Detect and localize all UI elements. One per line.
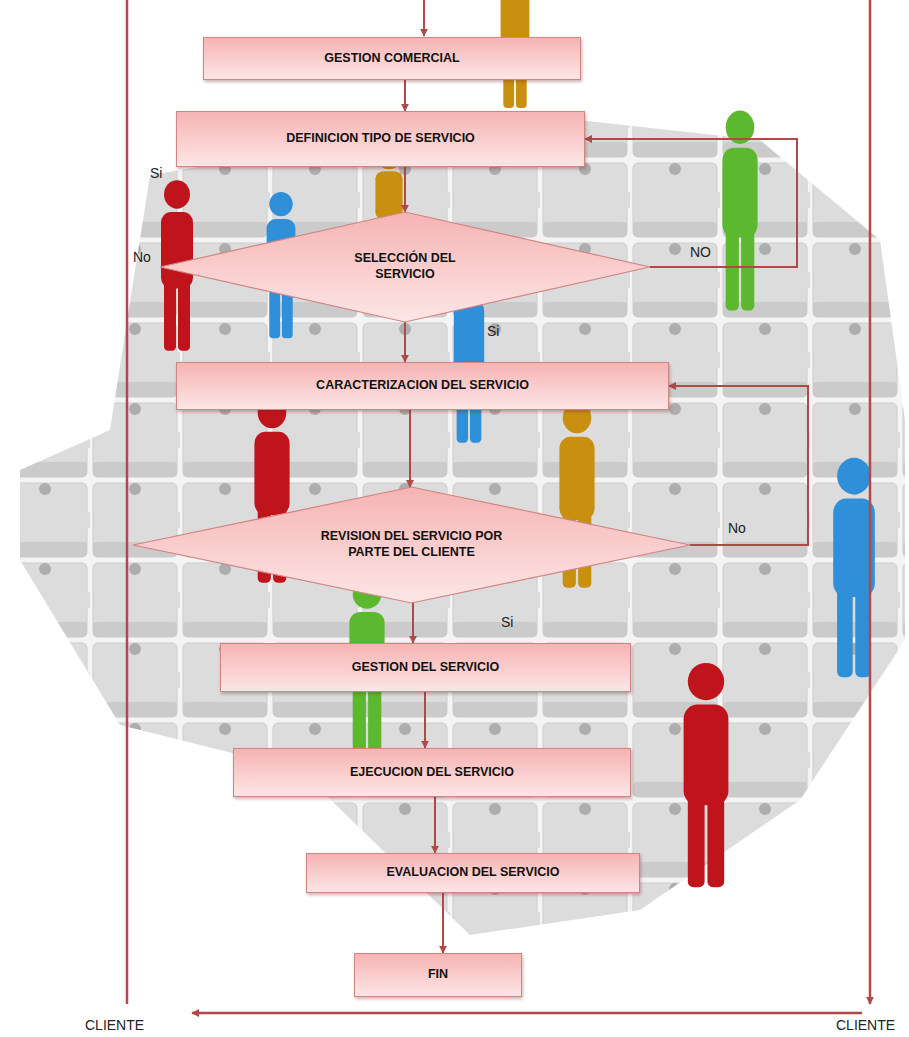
flow-connector xyxy=(404,322,406,362)
flow-connector xyxy=(412,603,414,643)
edge-label: Si xyxy=(487,324,499,339)
text-holder: REVISION DEL SERVICIO POR PARTE DEL CLIE… xyxy=(312,529,512,560)
text-holder: DEFINICION TIPO DE SERVICIO xyxy=(286,131,475,147)
edge-label: No xyxy=(728,521,746,536)
node-text: EJECUCION DEL SERVICIO xyxy=(350,765,514,781)
flow-connector xyxy=(442,893,444,953)
actor-label: CLIENTE xyxy=(85,1018,144,1033)
text-holder: GESTION COMERCIAL xyxy=(324,51,459,67)
client-arrow xyxy=(192,1012,862,1015)
flow-connector xyxy=(409,410,411,487)
process-box: DEFINICION TIPO DE SERVICIO xyxy=(176,111,585,167)
node-text: FIN xyxy=(428,967,448,983)
text-holder: FIN xyxy=(428,967,448,983)
diamond-shape xyxy=(160,212,650,322)
flow-connector xyxy=(434,797,436,853)
flow-connector xyxy=(424,692,426,748)
flow-connector xyxy=(585,139,797,267)
process-box: FIN xyxy=(354,953,522,997)
person-figure xyxy=(722,111,757,311)
person-figure xyxy=(684,663,729,887)
node-text: EVALUACION DEL SERVICIO xyxy=(387,865,560,881)
text-holder: SELECCIÓN DEL SERVICIO xyxy=(335,251,475,282)
actor-label: CLIENTE xyxy=(836,1018,895,1033)
flow-connector xyxy=(404,167,406,212)
text-holder: EVALUACION DEL SERVICIO xyxy=(387,865,560,881)
text-holder: EJECUCION DEL SERVICIO xyxy=(350,765,514,781)
puzzle-field xyxy=(20,118,905,935)
node-text: GESTION DEL SERVICIO xyxy=(352,660,500,676)
process-box: EJECUCION DEL SERVICIO xyxy=(233,748,631,797)
decision-diamond: SELECCIÓN DEL SERVICIO xyxy=(160,212,650,322)
branch-label: Si xyxy=(150,166,162,181)
text-holder: GESTION DEL SERVICIO xyxy=(352,660,500,676)
process-box: CARACTERIZACION DEL SERVICIO xyxy=(176,362,669,410)
edge-label: NO xyxy=(690,245,711,260)
text-holder: CARACTERIZACION DEL SERVICIO xyxy=(316,378,529,394)
client-line xyxy=(869,0,872,1004)
node-text: REVISION DEL SERVICIO POR PARTE DEL CLIE… xyxy=(312,529,512,560)
node-text: DEFINICION TIPO DE SERVICIO xyxy=(286,131,475,147)
flow-connector xyxy=(669,386,808,545)
decision-diamond: REVISION DEL SERVICIO POR PARTE DEL CLIE… xyxy=(133,487,690,603)
node-text: CARACTERIZACION DEL SERVICIO xyxy=(316,378,529,394)
edge-label: Si xyxy=(501,615,513,630)
person-figure xyxy=(833,458,875,677)
node-text: SELECCIÓN DEL SERVICIO xyxy=(335,251,475,282)
process-box: EVALUACION DEL SERVICIO xyxy=(306,853,640,893)
process-box: GESTION COMERCIAL xyxy=(203,37,581,80)
client-line xyxy=(126,0,129,1004)
node-text: GESTION COMERCIAL xyxy=(324,51,459,67)
entry-arrow xyxy=(423,0,425,36)
flow-connector xyxy=(404,80,406,111)
branch-label: No xyxy=(133,250,151,265)
diamond-shape xyxy=(133,487,690,603)
process-box: GESTION DEL SERVICIO xyxy=(220,643,631,692)
